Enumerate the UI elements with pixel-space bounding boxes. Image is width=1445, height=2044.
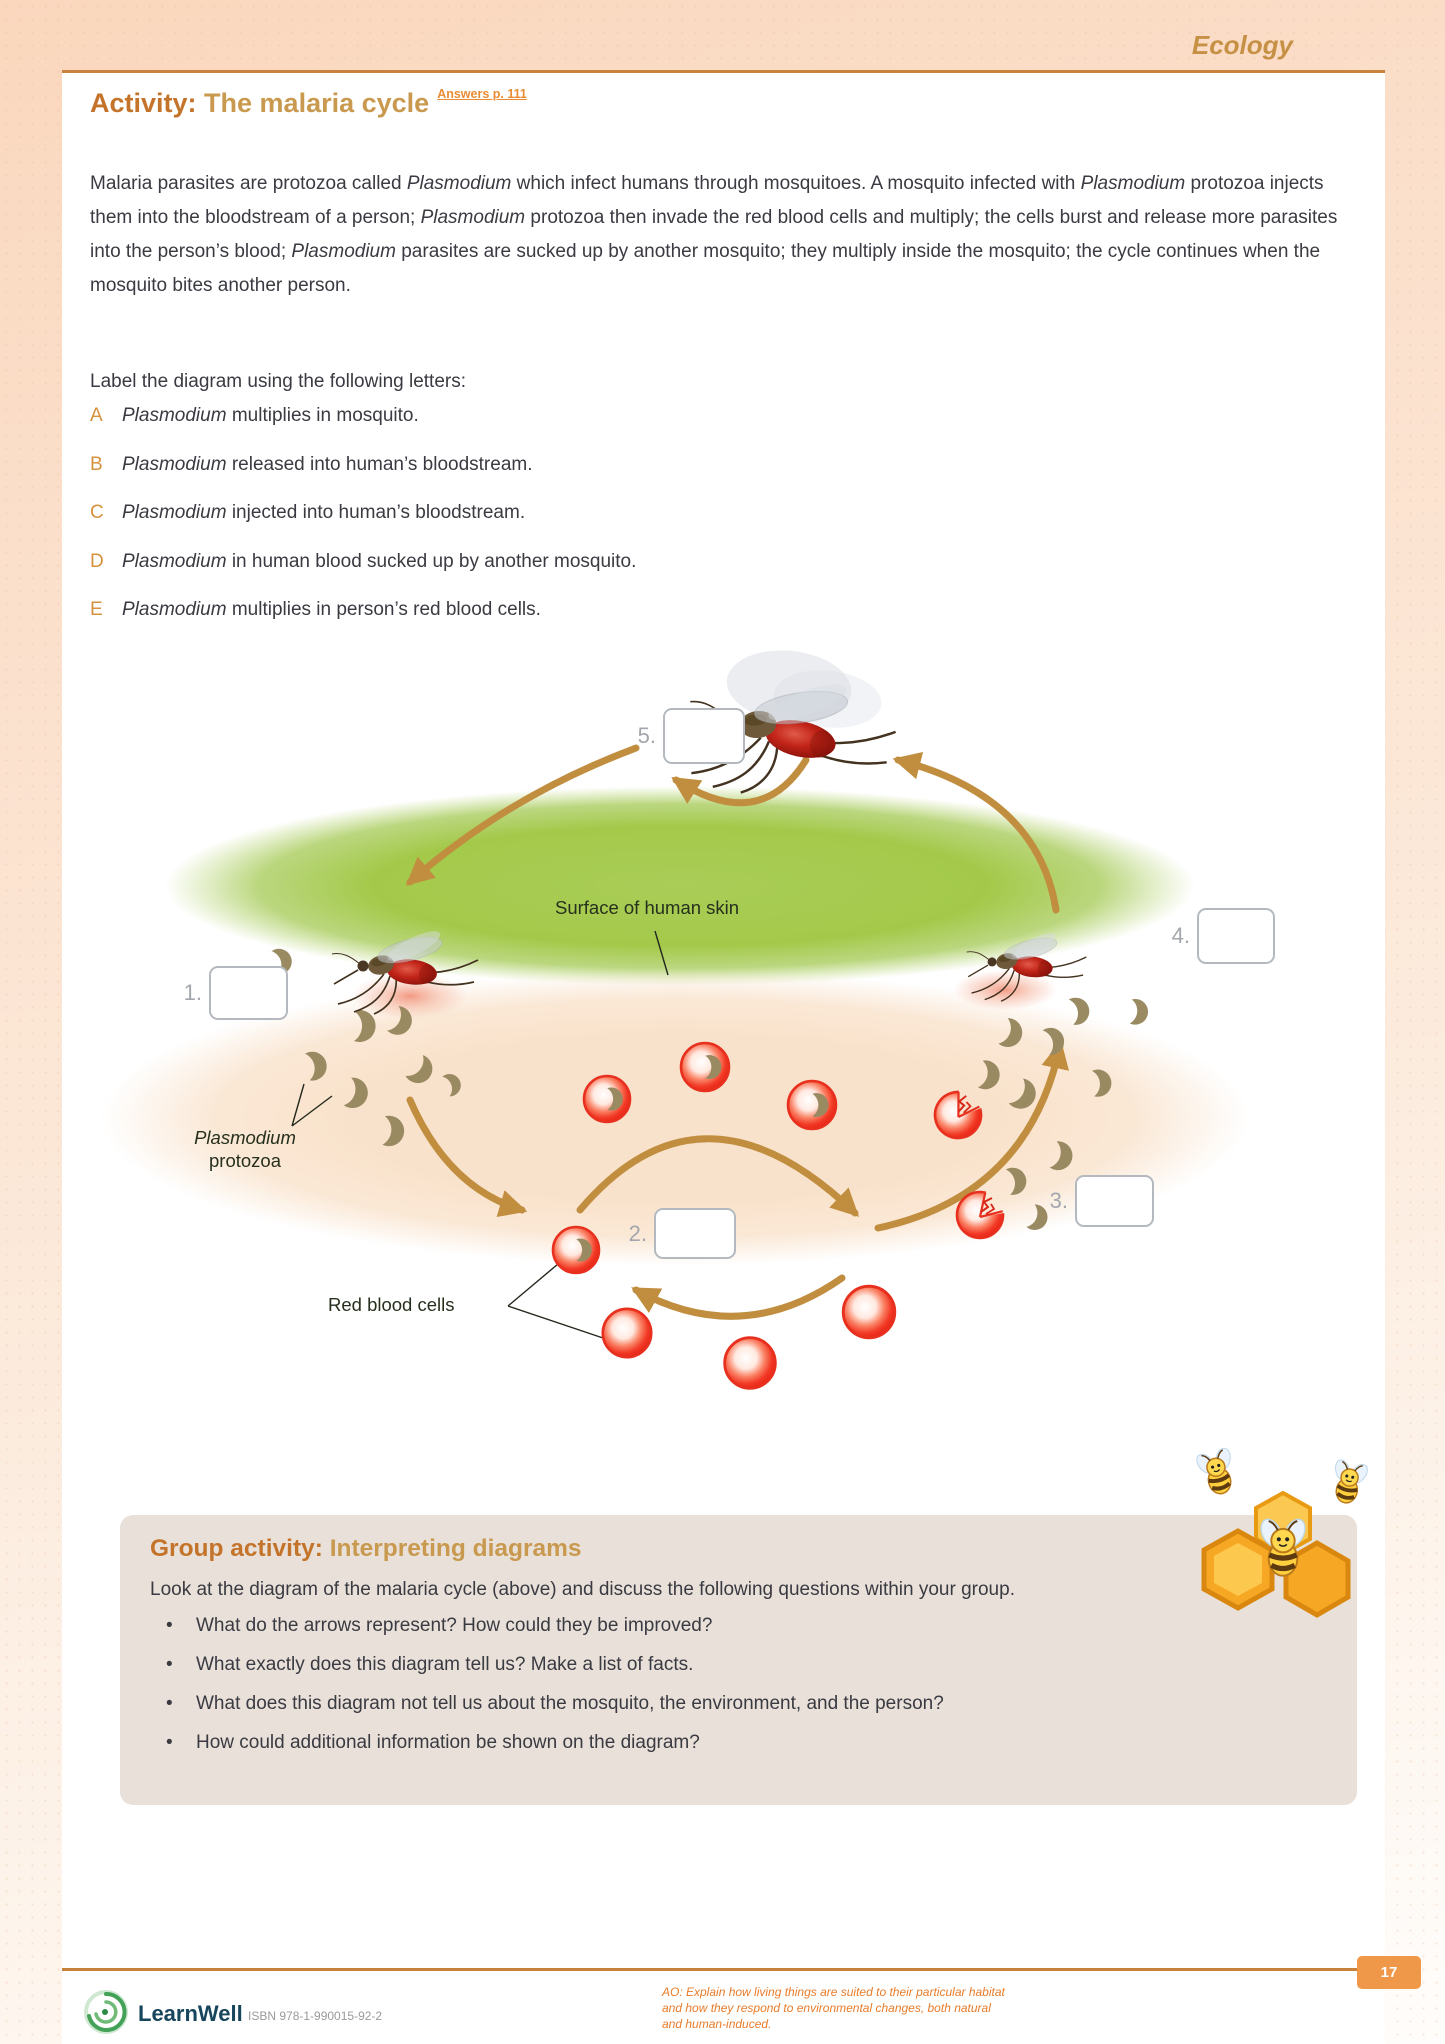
list-item: B Plasmodium released into human’s blood… <box>90 454 636 482</box>
list-item: • How could additional information be sh… <box>150 1732 1327 1754</box>
answer-box-1[interactable] <box>209 966 288 1020</box>
footer-rule <box>62 1968 1385 1971</box>
bullet-marker: • <box>166 1654 173 1675</box>
bite-spot-right <box>953 970 1057 1010</box>
group-activity-bullets: • What do the arrows represent? How coul… <box>150 1615 1327 1754</box>
arrow-cell-cycle-top <box>576 1135 860 1217</box>
achievement-objective-text: AO: Explain how living things are suited… <box>662 1985 1005 2031</box>
answer-box-5[interactable] <box>663 708 745 764</box>
option-letter: E <box>90 599 103 620</box>
answer-number: 3. <box>1049 1188 1068 1213</box>
option-text: Plasmodium released into human’s bloodst… <box>122 453 533 475</box>
red-blood-cells-label: Red blood cells <box>328 1294 455 1315</box>
bee <box>1323 1454 1374 1509</box>
skin-surface-label: Surface of human skin <box>555 897 740 918</box>
answer-slot-5: 5. <box>628 708 745 764</box>
bullet-marker: • <box>166 1693 173 1714</box>
bees-illustration <box>1189 1441 1374 1618</box>
option-letter: B <box>90 453 103 475</box>
list-item: • What do the arrows represent? How coul… <box>150 1615 1327 1637</box>
activity-heading: Activity: The malaria cycle Answers p. 11… <box>90 87 527 119</box>
arrow-cell-cycle-bottom <box>631 1274 846 1320</box>
learnwell-logo-icon <box>84 1990 128 2034</box>
list-item: C Plasmodium injected into human’s blood… <box>90 502 636 530</box>
activity-heading-prefix: Activity: <box>90 88 197 118</box>
label-instruction: Label the diagram using the following le… <box>90 371 467 392</box>
brand-name: LearnWell <box>138 2001 243 2026</box>
plasmodium-protozoa-label-line2: protozoa <box>209 1150 281 1171</box>
list-item: • What does this diagram not tell us abo… <box>150 1693 1327 1715</box>
mosquito-flying-top <box>680 650 902 810</box>
answer-number: 1. <box>183 980 202 1005</box>
answer-slot-4: 4. <box>1162 908 1275 964</box>
option-text: Plasmodium multiplies in mosquito. <box>122 405 419 426</box>
honeycomb-cell-inner <box>1214 1543 1262 1596</box>
arrow-into-blood <box>406 1096 528 1218</box>
label-pointer-lines <box>291 930 669 1340</box>
section-label: Ecology <box>1191 30 1293 60</box>
bee <box>1189 1441 1245 1501</box>
arrow-to-left-mosquito <box>405 744 640 886</box>
answer-number: 4. <box>1171 923 1190 948</box>
bullet-marker: • <box>166 1732 173 1753</box>
plasmodium-protozoa-label-line1: Plasmodium <box>194 1127 296 1148</box>
worksheet-page: Activity: The malaria cycle Answers p. 11… <box>62 70 1385 2044</box>
cycle-arrows <box>405 744 1070 1320</box>
letter-options-list: A Plasmodium multiplies in mosquito. B P… <box>90 405 636 648</box>
answer-box-2[interactable] <box>654 1208 736 1259</box>
answer-number: 5. <box>637 723 656 748</box>
option-text: Plasmodium multiplies in person’s red bl… <box>122 599 541 620</box>
plasmodium-protozoa-label: Plasmodium protozoa <box>150 1126 340 1172</box>
answer-slot-1: 1. <box>174 966 288 1020</box>
answer-box-4[interactable] <box>1197 908 1275 964</box>
option-text: Plasmodium injected into human’s bloodst… <box>122 502 526 523</box>
option-letter: D <box>90 550 104 572</box>
option-letter: A <box>90 405 103 426</box>
group-activity-heading-title: Interpreting diagrams <box>329 1535 582 1562</box>
bullet-text: How could additional information be show… <box>196 1732 700 1753</box>
list-item: E Plasmodium multiplies in person’s red … <box>90 599 636 627</box>
arrow-to-top-mosquito <box>892 752 1060 914</box>
intro-paragraph: Malaria parasites are protozoa called Pl… <box>90 173 1338 296</box>
list-item: • What exactly does this diagram tell us… <box>150 1654 1327 1676</box>
bullet-text: What do the arrows represent? How could … <box>196 1615 713 1636</box>
answers-page-link[interactable]: Answers p. 111 <box>437 87 527 101</box>
bullet-text: What does this diagram not tell us about… <box>196 1693 944 1714</box>
activity-heading-title: The malaria cycle <box>204 88 430 118</box>
answer-slot-3: 3. <box>1040 1175 1154 1227</box>
option-text: Plasmodium in human blood sucked up by a… <box>122 550 637 572</box>
malaria-cycle-diagram: 5. 1. 4. 2. 3. Surface of human skin <box>80 648 1360 1408</box>
arrow-under-top-mosquito <box>671 756 810 807</box>
answer-slot-2: 2. <box>619 1208 736 1259</box>
group-activity-box: Group activity: Interpreting diagrams Lo… <box>120 1515 1357 1805</box>
skin-green-surface <box>165 786 1195 986</box>
group-activity-intro: Look at the diagram of the malaria cycle… <box>150 1579 1015 1600</box>
isbn-text: ISBN 978-1-990015-92-2 <box>248 2009 383 2023</box>
bullet-marker: • <box>166 1615 173 1636</box>
group-activity-heading: Group activity: Interpreting diagrams <box>150 1535 1327 1563</box>
list-item: D Plasmodium in human blood sucked up by… <box>90 551 636 579</box>
answer-number: 2. <box>628 1220 647 1246</box>
option-letter: C <box>90 502 104 523</box>
arrow-burst-release <box>874 1040 1070 1232</box>
group-activity-heading-prefix: Group activity: <box>150 1535 323 1562</box>
bullet-text: What exactly does this diagram tell us? … <box>196 1654 694 1675</box>
page-number-badge: 17 <box>1357 1956 1421 1989</box>
malaria-cycle-art <box>100 650 1250 1390</box>
list-item: A Plasmodium multiplies in mosquito. <box>90 405 636 433</box>
answer-box-3[interactable] <box>1075 1175 1154 1227</box>
red-blood-cells-clean <box>601 1284 897 1390</box>
